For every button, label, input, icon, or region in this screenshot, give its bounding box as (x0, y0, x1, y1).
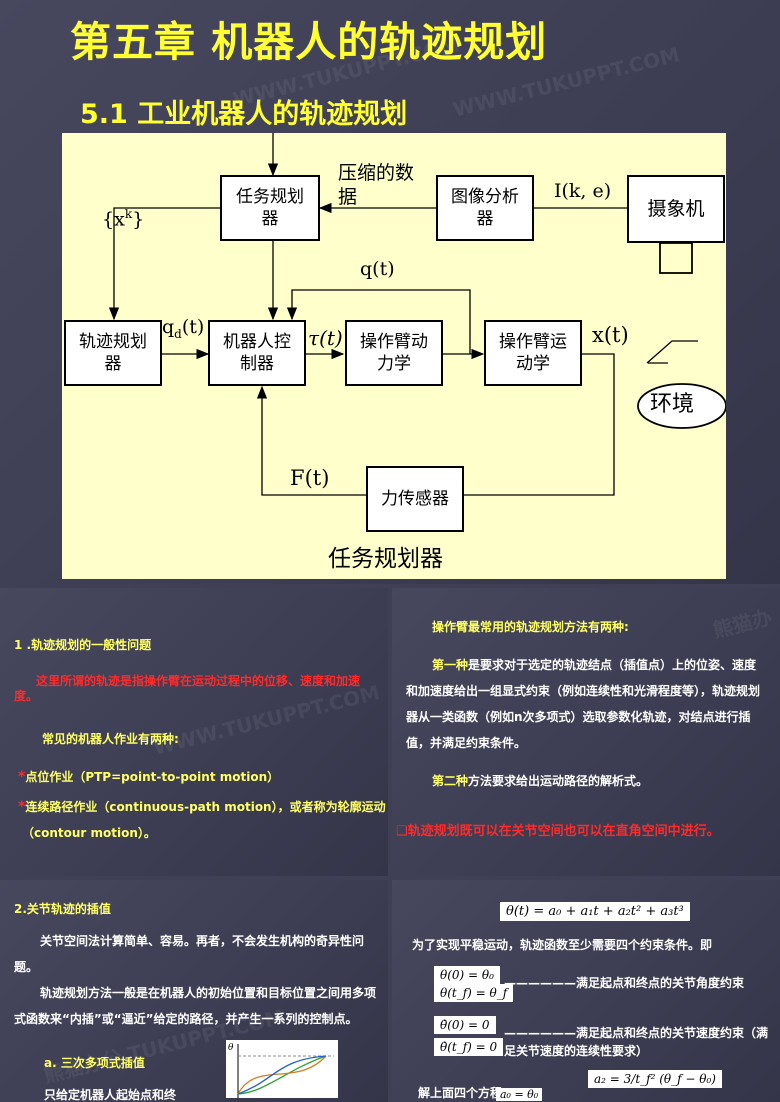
method-one: 第一种是要求对于选定的轨迹结点（插值点）上的位姿、速度和加速度给出一组显式约束（… (406, 658, 761, 750)
qd-label: qd(t) (162, 316, 205, 341)
environment-label: 环境 (650, 392, 695, 417)
interp-para3: 只给定机器人起始点和终 (44, 1088, 177, 1102)
task-planner-box: 任务规划 器 (220, 175, 320, 241)
velocity-eq-start: θ̇(0) = 0 (434, 1016, 496, 1034)
definition-text: 这里所谓的轨迹是指操作臂在运动过程中的位移、速度和加速度。 (14, 674, 361, 703)
slide-planning-methods: 熊猫办 操作臂最常用的轨迹规划方法有两种: 第一种是要求对于选定的轨迹结点（插值… (392, 588, 780, 876)
compressed-data-label: 压缩的数 据 (338, 162, 415, 208)
velocity-eq-end: θ̇(t_f) = 0 (434, 1038, 504, 1056)
ft-label: F(t) (290, 466, 330, 490)
image-analyzer-box: 图像分析 器 (436, 175, 534, 241)
bullet-cp: *连续路径作业（continuous-path motion），或者称为轮廓运动 (18, 799, 386, 815)
xk-label: {xk} (102, 207, 145, 231)
trajectory-planner-box: 轨迹规划 器 (64, 320, 162, 386)
xt-label: x(t) (592, 323, 629, 347)
arm-kinematics-box: 操作臂运 动学 (484, 320, 582, 386)
slide-title: 第五章 机器人的轨迹规划 (70, 18, 548, 66)
slide-trajectory-general: WWW.TUKUPPT.COM 1 .轨迹规划的一般性问题 这里所谓的轨迹是指操… (0, 588, 388, 876)
ike-label: I(k, e) (554, 180, 612, 202)
angle-eq-end: θ(t_f) = θ_f (434, 984, 514, 1002)
interp-para2: 轨迹规划方法一般是在机器人的初始位置和目标位置之间用多项式函数来“内插”或“逼近… (14, 986, 377, 1026)
cubic-plot: θ (226, 1040, 338, 1098)
solve-text: 解上面四个方程 (418, 1086, 503, 1100)
diagram-arrows (108, 133, 726, 501)
svg-text:θ: θ (228, 1043, 234, 1053)
robot-controller-box: 机器人控 制器 (208, 320, 306, 386)
methods-heading: 操作臂最常用的轨迹规划方法有两种: (432, 620, 629, 634)
cubic-formula: θ(t) = a₀ + a₁t + a₂t² + a₃t³ (500, 902, 690, 921)
section-heading: 1 .轨迹规划的一般性问题 (14, 638, 152, 652)
velocity-constraint-text: ——————满足起点和终点的关节速度约束（满足关节速度的连续性要求） (504, 1026, 769, 1058)
bullet-ptp: *点位作业（PTP=point-to-point motion） (18, 769, 280, 785)
interp-heading: 2.关节轨迹的插值 (14, 902, 111, 916)
slide-cubic-constraints: θ(t) = a₀ + a₁t + a₂t² + a₃t³ 为了实现平稳运动，轨… (392, 880, 780, 1102)
cubic-heading: a. 三次多项式插值 (44, 1056, 145, 1070)
watermark: 熊猫办 (710, 605, 775, 643)
bullet-cp-cont: （contour motion）。 (22, 826, 156, 840)
slide-joint-interpolation: 熊猫办公 TUKUPPT.COM 2.关节轨迹的插值 关节空间法计算简单、容易。… (0, 880, 388, 1102)
angle-eq-start: θ(0) = θ₀ (434, 966, 500, 984)
types-heading: 常见的机器人作业有两种: (42, 732, 179, 746)
method-two: 第二种方法要求给出运动路径的解析式。 (432, 774, 649, 788)
diagram-caption: 任务规划器 (328, 546, 443, 572)
diagram-panel: 任务规划 器 图像分析 器 摄象机 轨迹规划 器 机器人控 制器 操作臂动 力学… (62, 133, 726, 579)
force-sensor-box: 力传感器 (366, 466, 464, 532)
a2-equation: a₂ = 3/t_f² (θ_f − θ₀) (588, 1070, 722, 1088)
space-note: ❑轨迹规划既可以在关节空间也可以在直角空间中进行。 (396, 824, 720, 839)
constraint-intro: 为了实现平稳运动，轨迹函数至少需要四个约束条件。即 (412, 938, 713, 952)
top-slide: WWW.TUKUPPT.COM WWW.TUKUPPT.COM 第五章 机器人的… (0, 0, 780, 584)
camera-box: 摄象机 (627, 175, 725, 243)
slide-subtitle: 5.1 工业机器人的轨迹规划 (80, 99, 408, 130)
tau-label: τ(t) (308, 326, 343, 350)
arm-dynamics-box: 操作臂动 力学 (345, 320, 443, 386)
angle-constraint-text: ——————满足起点和终点的关节角度约束 (504, 976, 745, 990)
interp-para1: 关节空间法计算简单、容易。再者，不会发生机构的奇异性问题。 (14, 934, 365, 974)
a0-equation: a₀ = θ₀ (496, 1088, 543, 1101)
qt-label: q(t) (360, 258, 395, 280)
